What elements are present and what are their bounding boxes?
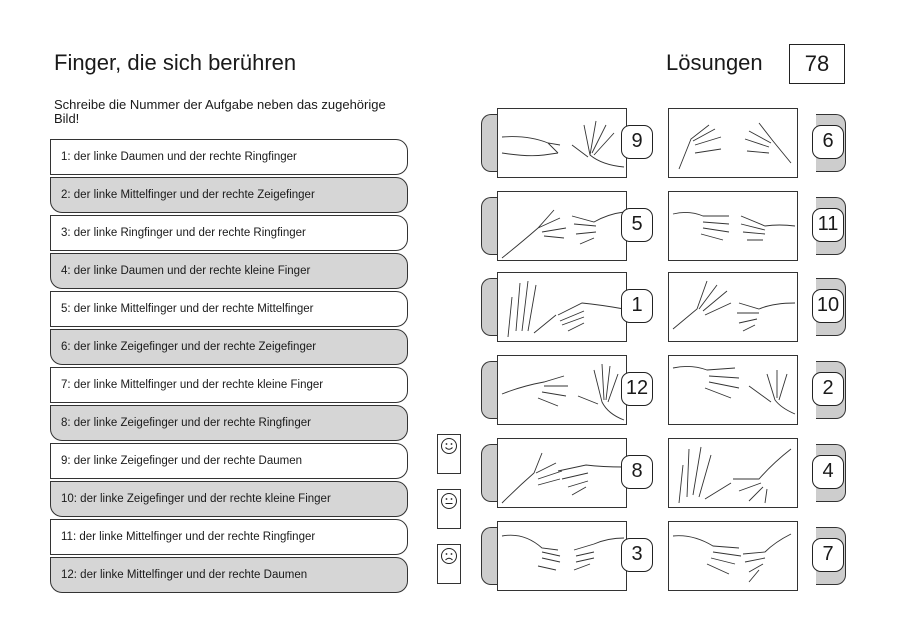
- solutions-label: Lösungen: [666, 50, 763, 75]
- task-item: 9: der linke Zeigefinger und der rechte …: [50, 443, 408, 479]
- hands-image: [497, 272, 627, 342]
- answer-card: 9: [481, 108, 659, 178]
- hands-image: [668, 108, 798, 178]
- hands-image: [497, 521, 627, 591]
- answer-number: 2: [812, 372, 844, 406]
- answer-card: 5: [481, 191, 659, 261]
- answer-card: 10: [668, 272, 846, 342]
- answer-number: 5: [621, 208, 653, 242]
- hands-image: [497, 355, 627, 425]
- answer-number: 11: [812, 208, 844, 242]
- task-item: 8: der linke Zeigefinger und der rechte …: [50, 405, 408, 441]
- instruction-text: Schreibe die Nummer der Aufgabe neben da…: [54, 97, 386, 126]
- hands-image: [668, 272, 798, 342]
- rating-box-neutral[interactable]: [437, 489, 461, 529]
- answer-card: 8: [481, 438, 659, 508]
- hands-image: [668, 521, 798, 591]
- page-number-box: 78: [789, 44, 845, 84]
- rating-box-sad[interactable]: [437, 544, 461, 584]
- hands-image: [668, 191, 798, 261]
- rating-box-happy[interactable]: [437, 434, 461, 474]
- hands-image: [497, 108, 627, 178]
- answer-number: 12: [621, 372, 653, 406]
- answer-card: 12: [481, 355, 659, 425]
- answer-card: 2: [668, 355, 846, 425]
- smiley-neutral-icon: [441, 493, 457, 509]
- answer-card: 7: [668, 521, 846, 591]
- answer-number: 8: [621, 455, 653, 489]
- task-item: 10: der linke Zeigefinger und der rechte…: [50, 481, 408, 517]
- answer-number: 9: [621, 125, 653, 159]
- smiley-sad-icon: [441, 548, 457, 564]
- answer-card: 3: [481, 521, 659, 591]
- answer-card: 4: [668, 438, 846, 508]
- answer-number: 3: [621, 538, 653, 572]
- page-title: Finger, die sich berühren: [54, 50, 297, 75]
- answer-number: 4: [812, 455, 844, 489]
- hands-image: [668, 355, 798, 425]
- task-item: 4: der linke Daumen und der rechte klein…: [50, 253, 408, 289]
- hands-image: [497, 191, 627, 261]
- hands-image: [497, 438, 627, 508]
- task-item: 3: der linke Ringfinger und der rechte R…: [50, 215, 408, 251]
- task-item: 7: der linke Mittelfinger und der rechte…: [50, 367, 408, 403]
- answer-card: 11: [668, 191, 846, 261]
- hands-image: [668, 438, 798, 508]
- answer-number: 6: [812, 125, 844, 159]
- task-list: 1: der linke Daumen und der rechte Ringf…: [50, 139, 408, 595]
- task-item: 2: der linke Mittelfinger und der rechte…: [50, 177, 408, 213]
- task-item: 11: der linke Mittelfinger und der recht…: [50, 519, 408, 555]
- task-item: 6: der linke Zeigefinger und der rechte …: [50, 329, 408, 365]
- task-item: 5: der linke Mittelfinger und der rechte…: [50, 291, 408, 327]
- answer-number: 7: [812, 538, 844, 572]
- task-item: 1: der linke Daumen und der rechte Ringf…: [50, 139, 408, 175]
- answer-number: 1: [621, 289, 653, 323]
- answer-card: 1: [481, 272, 659, 342]
- answer-number: 10: [812, 289, 844, 323]
- task-item: 12: der linke Mittelfinger und der recht…: [50, 557, 408, 593]
- answer-card: 6: [668, 108, 846, 178]
- smiley-happy-icon: [441, 438, 457, 454]
